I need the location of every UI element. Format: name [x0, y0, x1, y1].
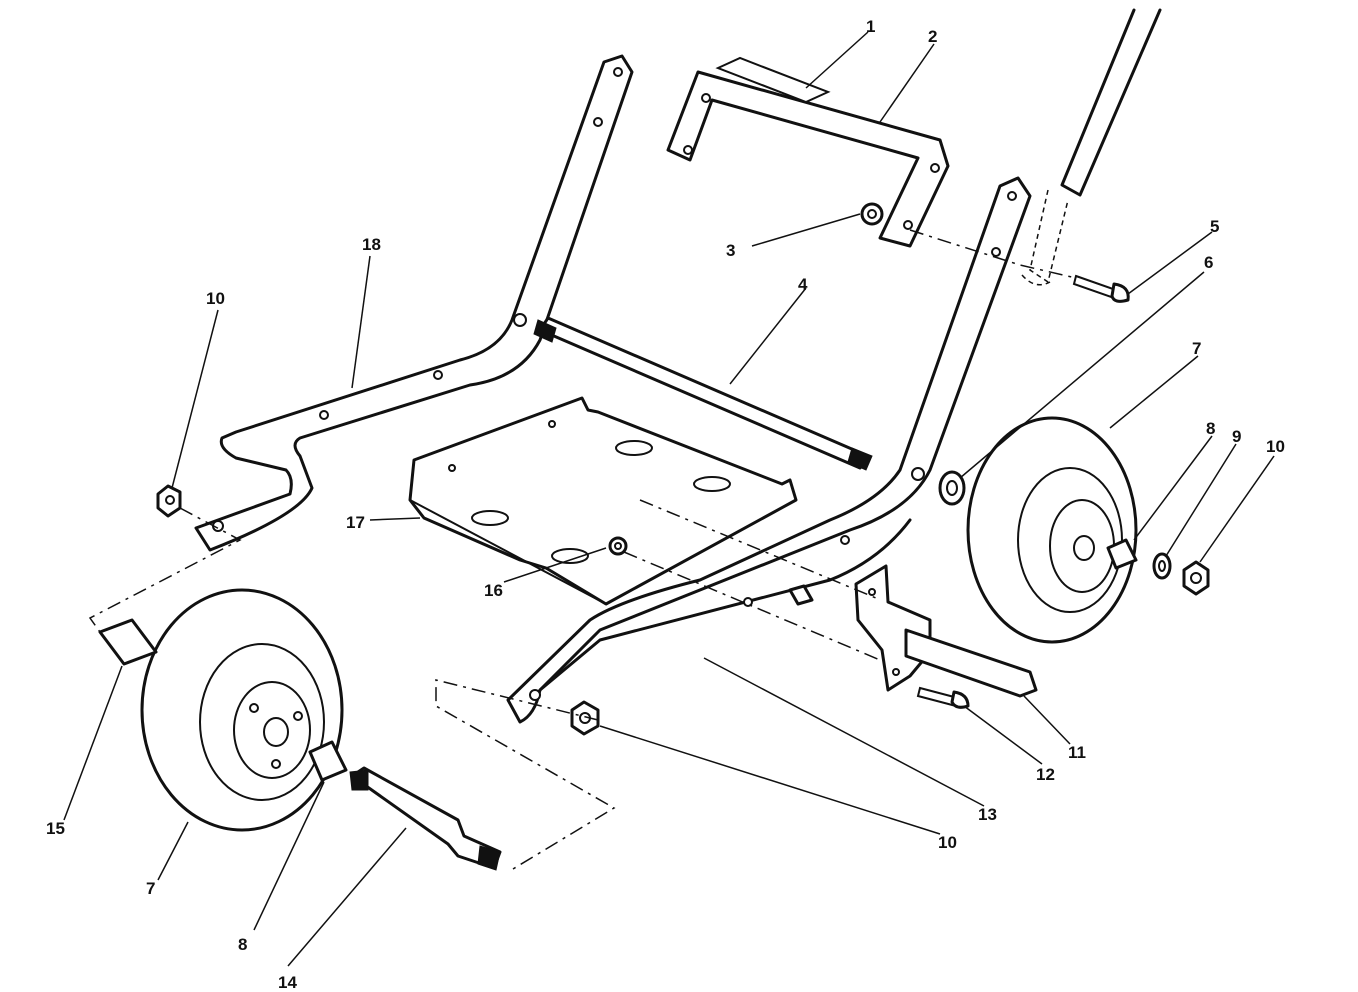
callout-12: 12: [1036, 765, 1055, 784]
right-frame: [506, 176, 1032, 724]
assembly-lines: [88, 229, 1077, 873]
spacer-right: [1106, 538, 1138, 570]
callout-9: 9: [1232, 427, 1241, 446]
spacer-left-inner: [308, 740, 348, 782]
callout-7-right: 7: [1192, 339, 1201, 358]
callout-17: 17: [346, 513, 365, 532]
nut-front: [570, 700, 600, 736]
callout-7-left: 7: [146, 879, 155, 898]
washer-right: [938, 470, 966, 506]
callout-10-front: 10: [938, 833, 957, 852]
u-bracket: [666, 70, 950, 248]
callout-10-right: 10: [1266, 437, 1285, 456]
nut-left: [156, 484, 182, 518]
axle-left: [349, 766, 502, 871]
callout-5: 5: [1210, 217, 1219, 236]
tray-nut: [608, 536, 628, 556]
leader-lines: [63, 31, 1275, 967]
callout-4: 4: [798, 275, 808, 294]
callouts: 1 2 3 4 5 6 7 7 8 8 9 10 10 10 11 12 13 …: [46, 17, 1285, 992]
base-tray: [408, 396, 798, 606]
callout-2: 2: [928, 27, 937, 46]
left-frame: [194, 54, 634, 552]
bolt-upper: [1072, 274, 1130, 303]
callout-8-left: 8: [238, 935, 247, 954]
top-plate: [715, 56, 831, 104]
frame-pin: [788, 584, 814, 606]
callout-10-left: 10: [206, 289, 225, 308]
callout-8-right: 8: [1206, 419, 1215, 438]
right-wheel: [966, 416, 1138, 644]
washer-small: [1152, 552, 1172, 580]
handle-tube: [1021, 8, 1162, 286]
callout-14: 14: [278, 973, 297, 992]
callout-6: 6: [1204, 253, 1213, 272]
callout-11: 11: [1068, 743, 1086, 762]
nut-small-top: [860, 202, 884, 226]
spacer-left-outer: [98, 618, 158, 666]
callout-3: 3: [726, 241, 735, 260]
callout-15: 15: [46, 819, 65, 838]
callout-13: 13: [978, 805, 997, 824]
callout-16: 16: [484, 581, 503, 600]
bolt-lower: [916, 686, 970, 709]
nut-right: [1182, 560, 1210, 596]
callout-18: 18: [362, 235, 381, 254]
callout-1: 1: [866, 17, 875, 36]
cross-rod: [533, 316, 873, 471]
left-wheel: [140, 588, 344, 832]
